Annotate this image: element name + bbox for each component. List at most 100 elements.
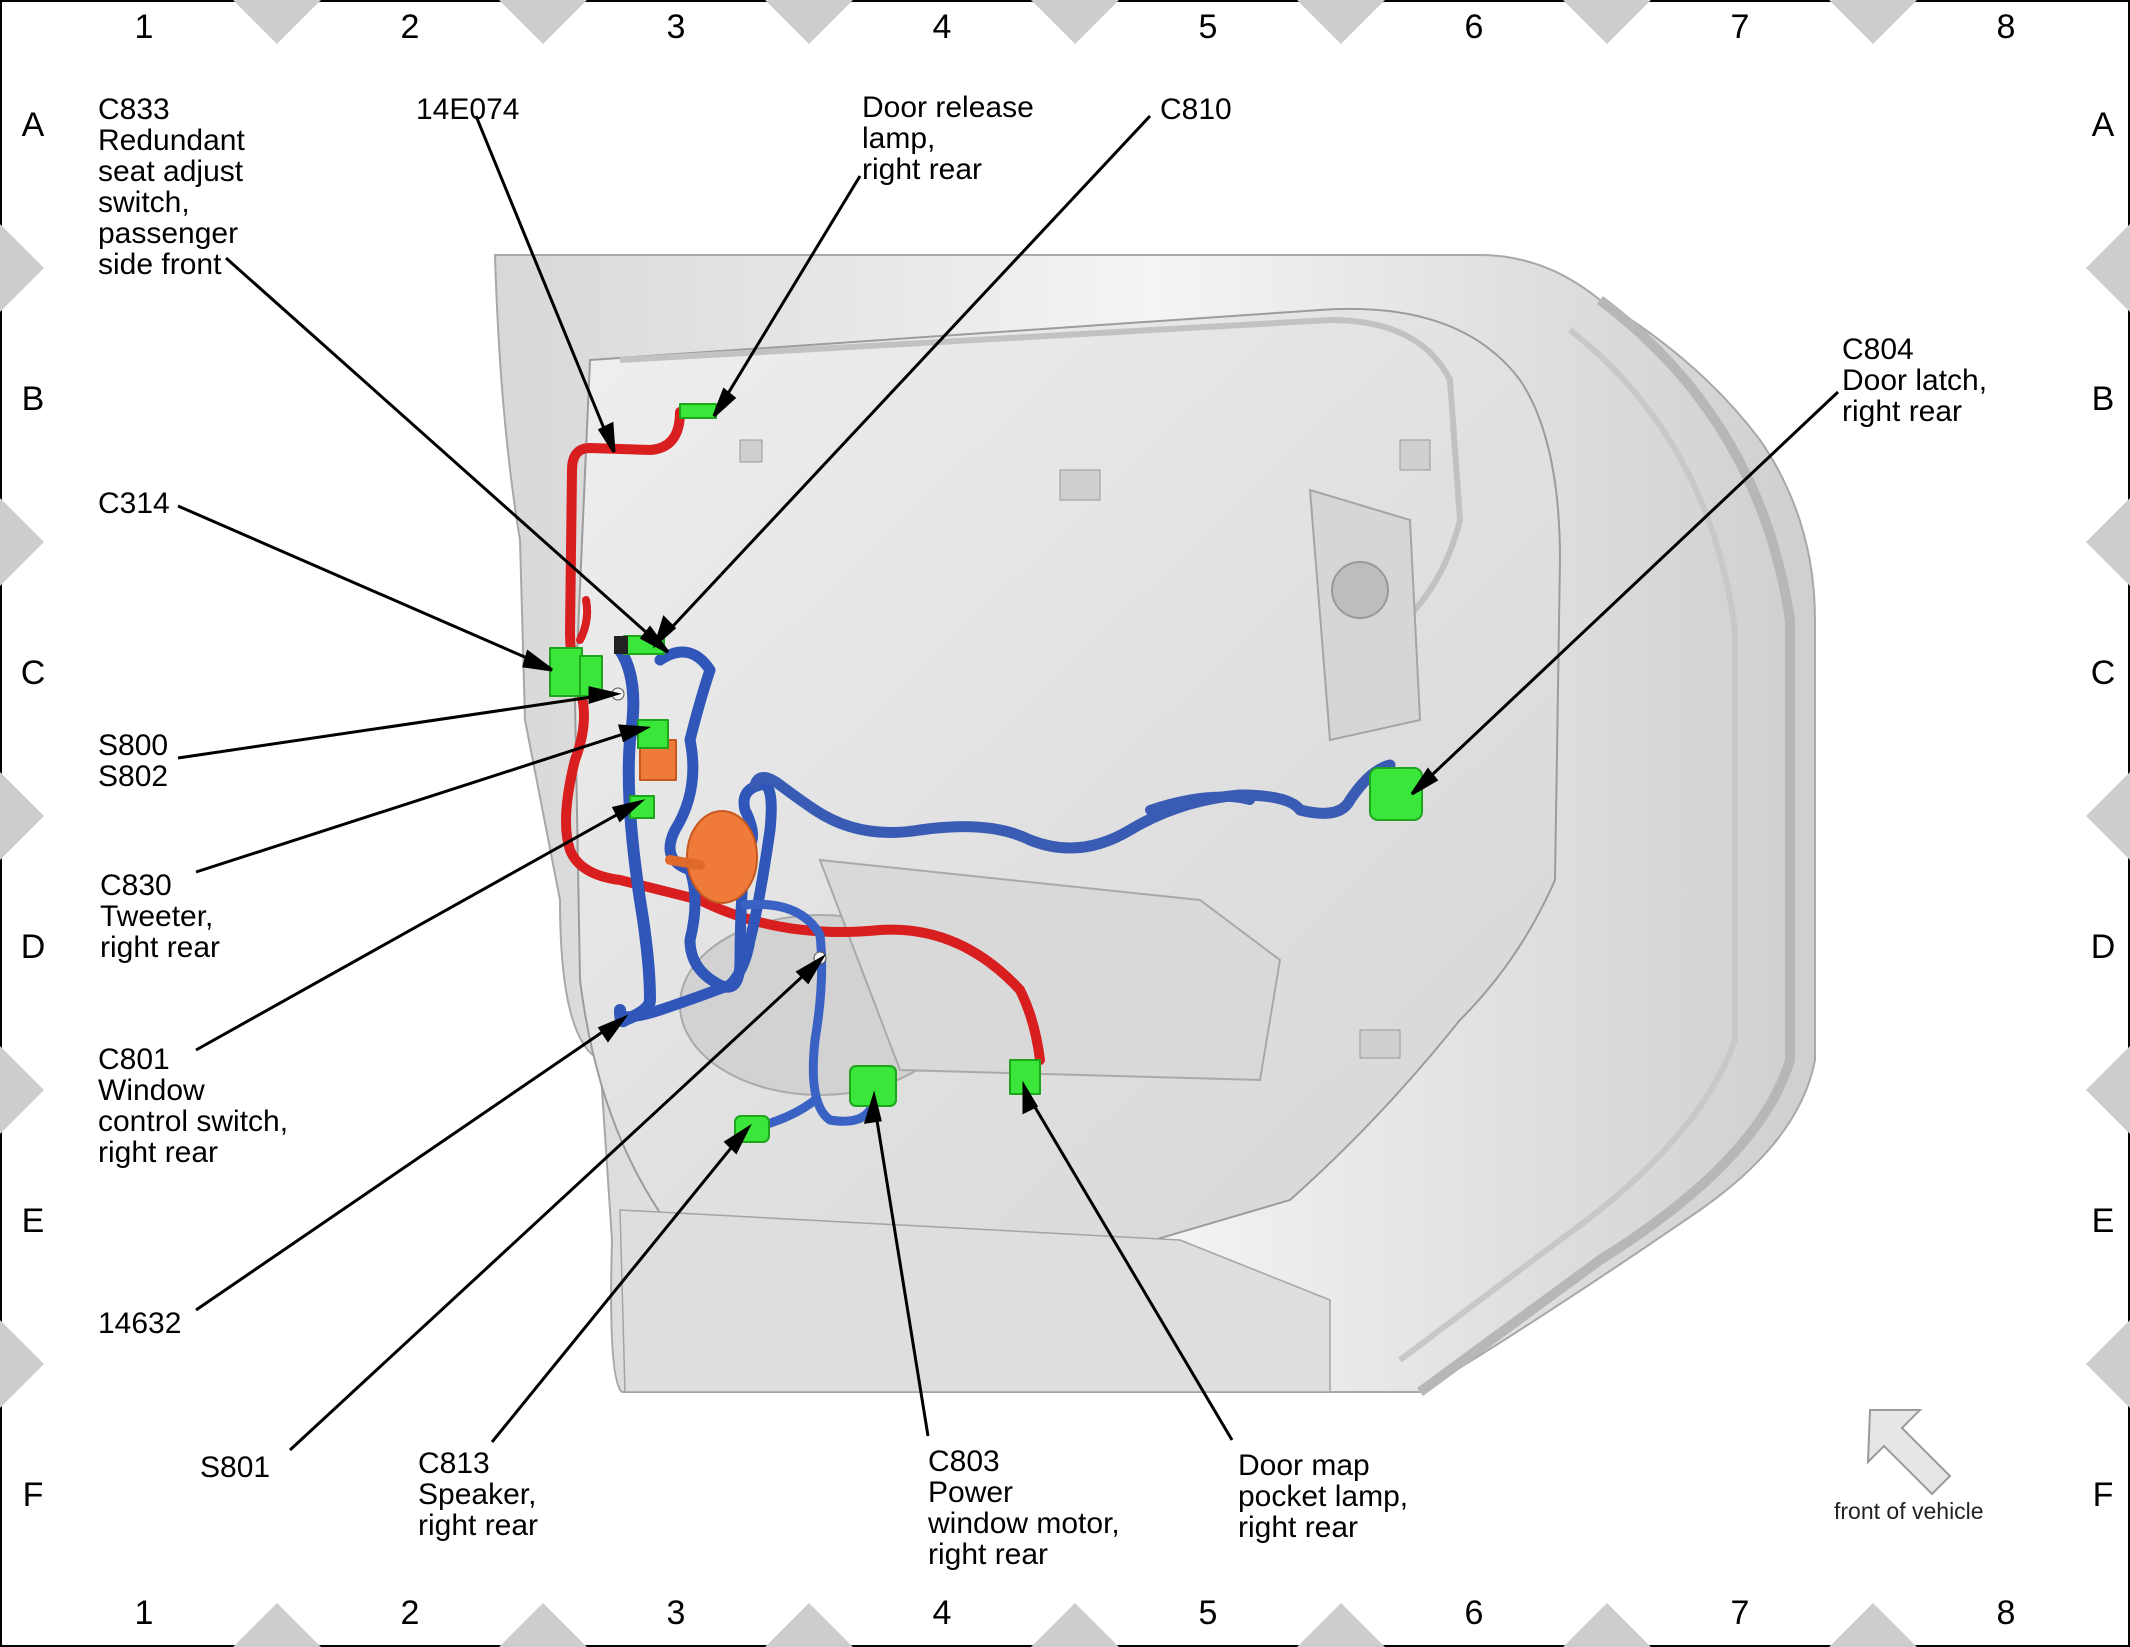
border-diamond bbox=[2086, 1046, 2130, 1134]
border-diamond bbox=[1563, 1603, 1651, 1647]
grid-row-left-c: C bbox=[20, 654, 46, 692]
front-of-vehicle-label: front of vehicle bbox=[1834, 1498, 1984, 1524]
callout-line: C804 bbox=[1842, 333, 1914, 366]
callout-line: seat adjust bbox=[98, 155, 244, 188]
border-diamond bbox=[1829, 0, 1917, 44]
callout-line: right rear bbox=[98, 1136, 219, 1169]
border-diamond bbox=[2086, 772, 2130, 860]
door-pocket bbox=[818, 858, 1282, 1082]
leader-lines bbox=[177, 114, 1840, 1452]
grid-col-bottom-6: 6 bbox=[1464, 1594, 1484, 1632]
grid-col-bottom-1: 1 bbox=[134, 1594, 154, 1632]
grid-col-top-7: 7 bbox=[1730, 8, 1750, 46]
grid-col-bottom-7: 7 bbox=[1730, 1594, 1750, 1632]
door-outer-curve bbox=[1417, 296, 1795, 1397]
callout-c803: C803 Power window motor, right rear bbox=[928, 1446, 1120, 1570]
callout-door-map-pocket-lamp: Door map pocket lamp, right rear bbox=[1238, 1450, 1408, 1543]
border-diamond bbox=[0, 1046, 44, 1134]
panel-clip bbox=[739, 439, 763, 463]
border-diamond bbox=[233, 0, 321, 44]
border-diamond bbox=[2086, 498, 2130, 586]
panel-clip bbox=[1359, 1029, 1401, 1059]
callout-s800-s802: S800 S802 bbox=[98, 730, 168, 792]
border-diamond bbox=[0, 224, 44, 312]
border-diamond bbox=[1031, 0, 1119, 44]
door-illustration bbox=[493, 254, 1816, 1397]
grid-col-bottom-8: 8 bbox=[1996, 1594, 2016, 1632]
signal-harness bbox=[749, 759, 1396, 854]
callout-line: C803 bbox=[928, 1445, 1000, 1478]
grid-col-bottom-3: 3 bbox=[666, 1594, 686, 1632]
power-wire-drop bbox=[576, 596, 592, 644]
callout-line: Redundant bbox=[98, 124, 245, 157]
callout-c801: C801 Window control switch, right rear bbox=[98, 1044, 288, 1168]
panel-clip bbox=[1399, 439, 1431, 471]
speaker bbox=[686, 810, 758, 904]
grid-row-left-a: A bbox=[21, 106, 45, 144]
speaker-cable bbox=[665, 855, 705, 870]
signal-harness bbox=[1145, 791, 1255, 815]
callout-14632: 14632 bbox=[98, 1308, 181, 1339]
border-diamond bbox=[499, 0, 587, 44]
callout-line: right rear bbox=[928, 1538, 1049, 1571]
border-diamond bbox=[1297, 1603, 1385, 1647]
grid-row-right-d: D bbox=[2090, 928, 2116, 966]
door-lower-shelf bbox=[619, 1209, 1331, 1393]
grid-row-right-e: E bbox=[2091, 1202, 2115, 1240]
latch-hole bbox=[1331, 561, 1389, 619]
callout-line: Door release bbox=[862, 91, 1034, 124]
callout-line: S801 bbox=[200, 1451, 271, 1484]
border-diamond bbox=[1297, 0, 1385, 44]
power-wire bbox=[561, 407, 1045, 1065]
connector-door-release bbox=[679, 403, 717, 419]
border-diamond bbox=[765, 0, 853, 44]
border-diamond bbox=[2086, 1320, 2130, 1408]
callout-line: passenger bbox=[98, 217, 239, 250]
border-diamond bbox=[0, 772, 44, 860]
grid-col-top-2: 2 bbox=[400, 8, 420, 46]
callout-line: S800 bbox=[98, 729, 169, 762]
callout-line: C833 bbox=[98, 93, 170, 126]
arrow-up-left-icon bbox=[1866, 1409, 1952, 1496]
callout-line: C810 bbox=[1160, 93, 1232, 126]
border-diamond bbox=[1563, 0, 1651, 44]
grid-col-top-4: 4 bbox=[932, 8, 952, 46]
grid-row-right-a: A bbox=[2091, 106, 2115, 144]
callout-c830: C830 Tweeter, right rear bbox=[100, 870, 220, 963]
wiring bbox=[549, 403, 1423, 1143]
callout-line: right rear bbox=[1238, 1511, 1359, 1544]
callout-line: Door latch, bbox=[1842, 364, 1988, 397]
grid-row-left-d: D bbox=[20, 928, 46, 966]
callout-line: switch, bbox=[98, 186, 190, 219]
callout-c813: C813 Speaker, right rear bbox=[418, 1448, 538, 1541]
callout-line: right rear bbox=[100, 931, 221, 964]
grid-col-top-6: 6 bbox=[1464, 8, 1484, 46]
callout-line: right rear bbox=[1842, 395, 1963, 428]
panel-clip bbox=[1059, 469, 1101, 501]
signal-harness bbox=[614, 646, 777, 1023]
callout-line: Tweeter, bbox=[100, 900, 214, 933]
border-diamond bbox=[2086, 224, 2130, 312]
grid-col-top-3: 3 bbox=[666, 8, 686, 46]
door-outer-curve-inner bbox=[1398, 327, 1738, 1363]
callout-c833: C833 Redundant seat adjust switch, passe… bbox=[98, 94, 245, 280]
callout-line: S802 bbox=[98, 760, 169, 793]
connector-c810-dark bbox=[614, 636, 628, 654]
grid-col-bottom-5: 5 bbox=[1198, 1594, 1218, 1632]
connector-c804 bbox=[1369, 767, 1423, 821]
grid-row-right-b: B bbox=[2091, 380, 2115, 418]
callout-line: 14632 bbox=[98, 1307, 182, 1340]
callout-c314: C314 bbox=[98, 488, 170, 519]
callout-line: 14E074 bbox=[416, 93, 520, 126]
grid-col-bottom-2: 2 bbox=[400, 1594, 420, 1632]
callout-c804: C804 Door latch, right rear bbox=[1842, 334, 1987, 427]
callout-line: C830 bbox=[100, 869, 172, 902]
callout-line: Power bbox=[928, 1476, 1014, 1509]
border-diamond bbox=[499, 1603, 587, 1647]
grid-row-left-b: B bbox=[21, 380, 45, 418]
callout-line: lamp, bbox=[862, 122, 936, 155]
border-diamond bbox=[233, 1603, 321, 1647]
connector-map-lamp bbox=[1009, 1059, 1041, 1095]
callout-s801: S801 bbox=[200, 1452, 270, 1483]
border-diamond bbox=[1829, 1603, 1917, 1647]
